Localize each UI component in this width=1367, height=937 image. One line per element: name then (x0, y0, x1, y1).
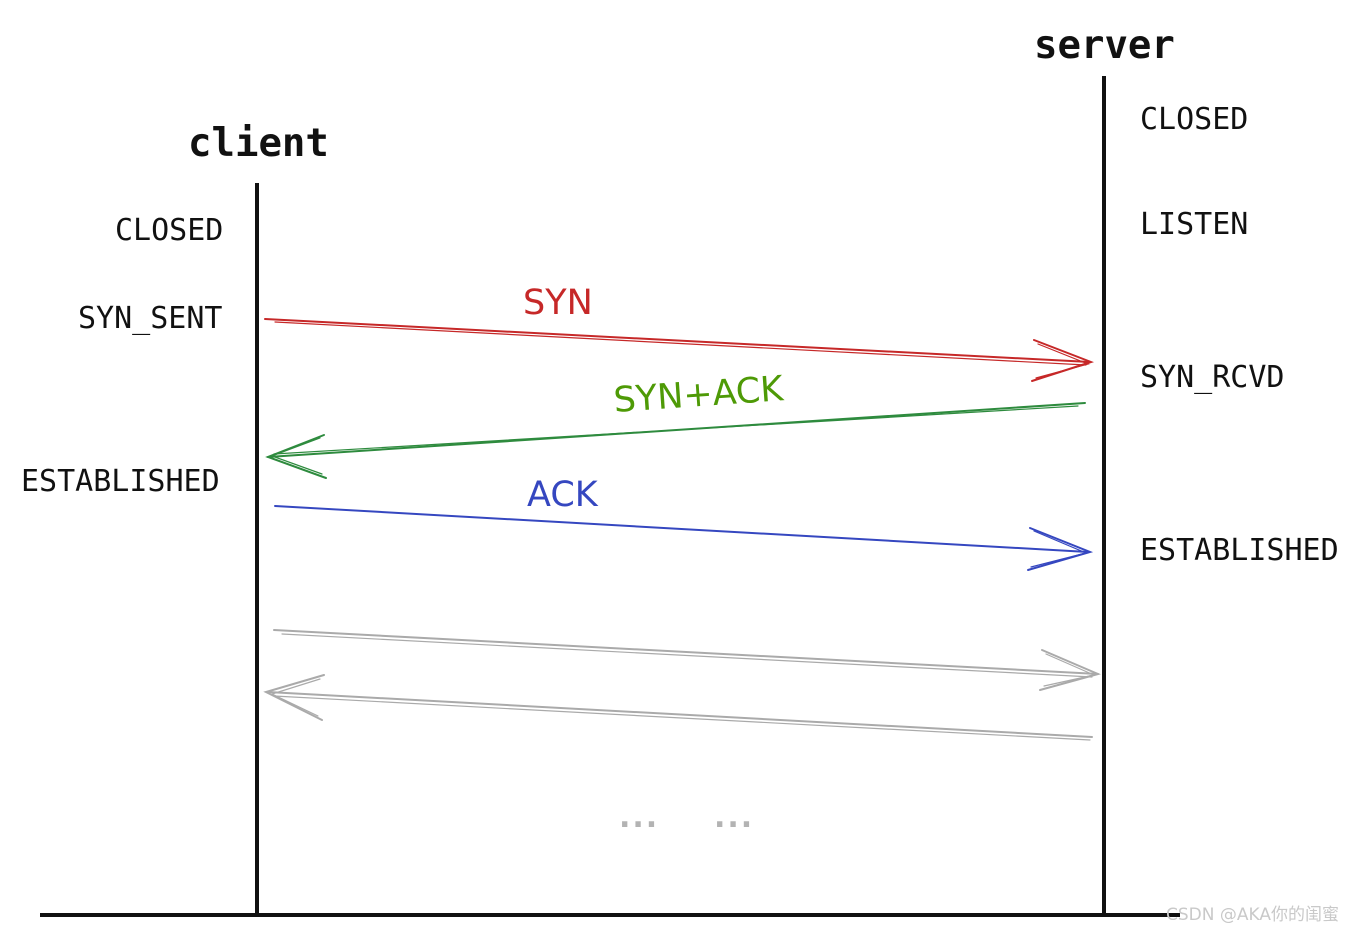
syn-ack-arrow (265, 402, 1086, 479)
server-state-closed: CLOSED (1140, 102, 1249, 137)
ack-arrow (274, 505, 1094, 571)
server-title: server (1034, 23, 1175, 68)
client-title: client (188, 121, 329, 166)
client-state-established: ESTABLISHED (21, 464, 220, 499)
data-arrow-outgoing (273, 629, 1102, 691)
server-state-listen: LISTEN (1140, 207, 1249, 242)
client-state-syn-sent: SYN_SENT (78, 301, 223, 336)
ack-label: ACK (527, 475, 598, 515)
continuation-dots-2: ... (714, 800, 755, 835)
server-state-established: ESTABLISHED (1140, 533, 1339, 568)
syn-arrow (264, 318, 1094, 382)
server-state-syn-rcvd: SYN_RCVD (1140, 360, 1285, 395)
client-state-closed: CLOSED (115, 213, 224, 248)
continuation-dots-1: ... (619, 800, 660, 835)
watermark: CSDN @AKA你的闺蜜 (1166, 905, 1339, 925)
data-arrow-incoming (263, 674, 1093, 741)
syn-label: SYN (523, 283, 593, 323)
